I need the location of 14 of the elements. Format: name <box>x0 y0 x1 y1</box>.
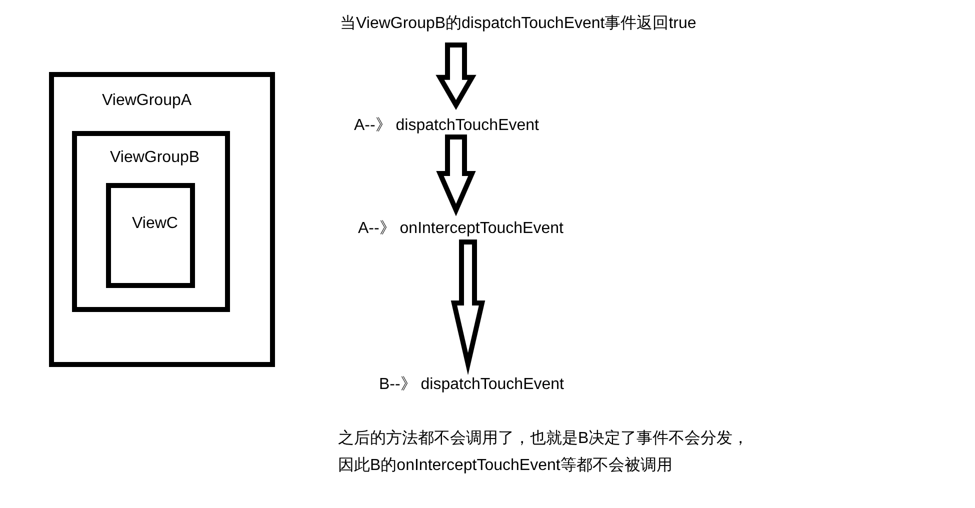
block-arrow <box>450 240 486 376</box>
step-text: 当ViewGroupB的dispatchTouchEvent事件返回true <box>340 13 696 35</box>
block-arrow <box>436 42 476 110</box>
block-arrow <box>436 134 476 216</box>
step-text: A--》 dispatchTouchEvent <box>354 115 539 137</box>
container-box <box>72 131 230 312</box>
box-label: ViewGroupA <box>102 91 192 111</box>
step-text: B--》 dispatchTouchEvent <box>379 374 564 396</box>
step-text: A--》 onInterceptTouchEvent <box>358 218 564 240</box>
box-label: ViewGroupB <box>110 148 200 168</box>
container-box <box>106 183 195 288</box>
container-box <box>49 72 275 367</box>
note-text: 之后的方法都不会调用了，也就是B决定了事件不会分发，因此B的onInterceptTouchEvent等都不会被调用 <box>338 428 750 476</box>
box-label: ViewC <box>132 214 178 234</box>
